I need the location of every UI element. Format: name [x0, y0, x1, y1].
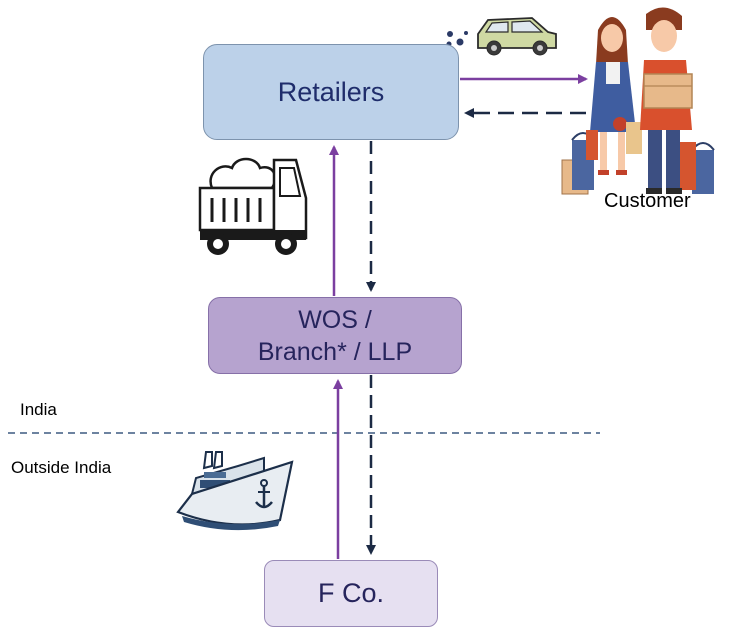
retailers-label: Retailers [277, 76, 385, 107]
retailers-node: Retailers [203, 44, 459, 140]
customers-icon [561, 7, 715, 195]
car-icon [446, 17, 557, 56]
india-region-label: India [20, 400, 57, 419]
fco-node: F Co. [264, 560, 438, 627]
outside-india-region-label: Outside India [11, 458, 112, 477]
customer-label: Customer [604, 190, 691, 212]
truck-icon [198, 157, 308, 255]
wos-label-line1: WOS / [298, 305, 372, 334]
fco-label: F Co. [317, 578, 384, 608]
wos-label-line2: Branch* / LLP [257, 337, 413, 366]
ship-icon [176, 451, 294, 531]
wos-branch-llp-node: WOS / Branch* / LLP [208, 297, 462, 374]
